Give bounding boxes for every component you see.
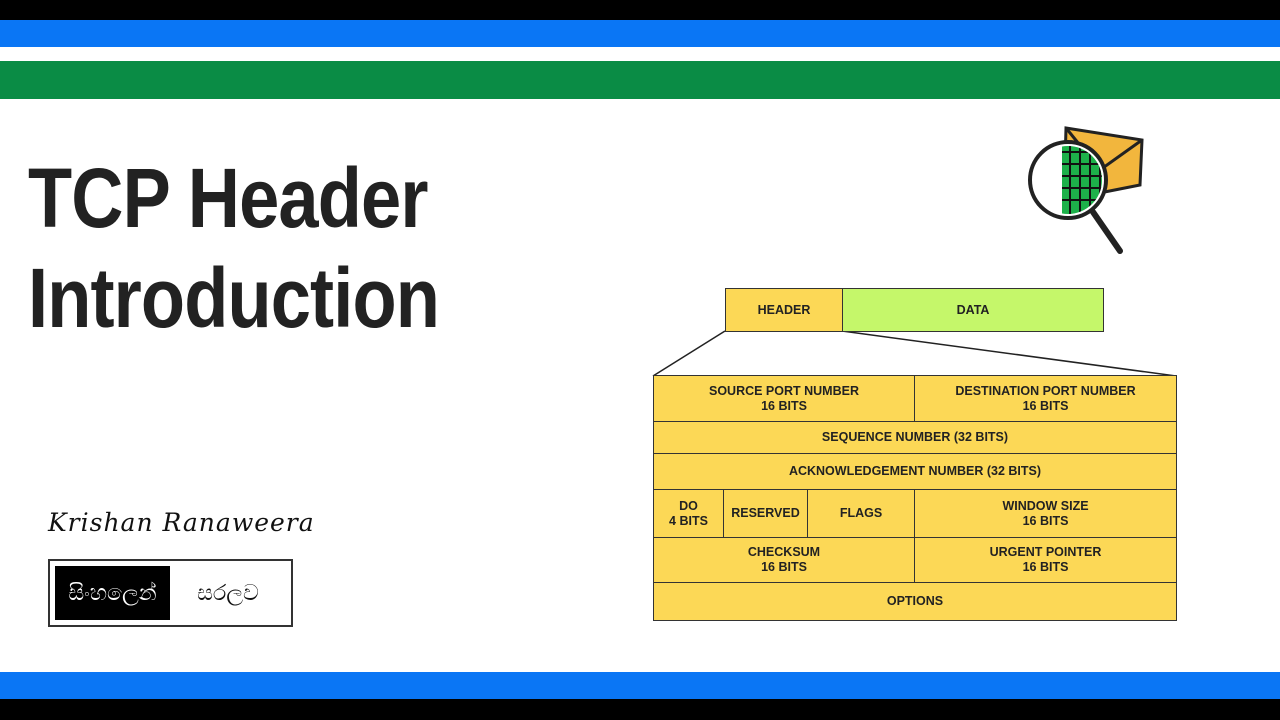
field-urgent-pointer: URGENT POINTER 16 BITS: [914, 537, 1177, 583]
field-options: OPTIONS: [653, 582, 1177, 621]
title-line-2: Introduction: [28, 251, 440, 345]
destination-port-name: DESTINATION PORT NUMBER: [955, 383, 1136, 398]
field-checksum: CHECKSUM 16 BITS: [653, 537, 915, 583]
urgent-pointer-name: URGENT POINTER: [989, 545, 1102, 559]
field-data-offset: DO 4 BITS: [653, 489, 724, 538]
field-source-port: SOURCE PORT NUMBER 16 BITS: [653, 375, 915, 422]
options-label: OPTIONS: [886, 594, 944, 608]
checksum-size: 16 BITS: [761, 560, 807, 574]
top-blue-band: [0, 20, 1280, 47]
author-signature: Krishan Ranaweera: [48, 508, 315, 537]
magnifier-envelope-icon: [1028, 126, 1144, 254]
flags-label: FLAGS: [839, 506, 883, 520]
data-offset-size: 4 BITS: [669, 513, 708, 528]
bottom-black-band: [0, 699, 1280, 720]
field-sequence-number: SEQUENCE NUMBER (32 BITS): [653, 421, 1177, 454]
sequence-number-label: SEQUENCE NUMBER (32 BITS): [821, 430, 1009, 444]
segment-header-label: HEADER: [757, 302, 811, 317]
data-offset-name: DO: [679, 498, 698, 513]
window-size-name: WINDOW SIZE: [1002, 498, 1089, 513]
top-black-band: [0, 0, 1280, 20]
segment-data: DATA: [842, 288, 1104, 332]
field-acknowledgement-number: ACKNOWLEDGEMENT NUMBER (32 BITS): [653, 453, 1177, 490]
acknowledgement-number-label: ACKNOWLEDGEMENT NUMBER (32 BITS): [788, 464, 1042, 478]
brand-left-text: සිංහලෙන්: [55, 566, 170, 620]
segment-data-label: DATA: [956, 302, 990, 317]
segment-header: HEADER: [725, 288, 843, 332]
field-window-size: WINDOW SIZE 16 BITS: [914, 489, 1177, 538]
window-size-size: 16 BITS: [1022, 513, 1069, 528]
title-line-1: TCP Header: [28, 151, 428, 245]
checksum-name: CHECKSUM: [747, 545, 821, 559]
field-reserved: RESERVED: [723, 489, 808, 538]
brand-logo: සිංහලෙන් සරලව: [48, 559, 293, 627]
source-port-name: SOURCE PORT NUMBER: [708, 383, 859, 398]
bottom-blue-band: [0, 672, 1280, 699]
brand-right-text: සරලව: [197, 580, 259, 606]
field-flags: FLAGS: [807, 489, 915, 538]
field-destination-port: DESTINATION PORT NUMBER 16 BITS: [914, 375, 1177, 422]
urgent-pointer-size: 16 BITS: [1022, 560, 1069, 574]
destination-port-size: 16 BITS: [1022, 398, 1069, 413]
reserved-label: RESERVED: [731, 506, 800, 520]
top-green-band: [0, 61, 1280, 99]
page-title: TCP Header Introduction: [28, 148, 440, 348]
source-port-size: 16 BITS: [761, 398, 807, 413]
